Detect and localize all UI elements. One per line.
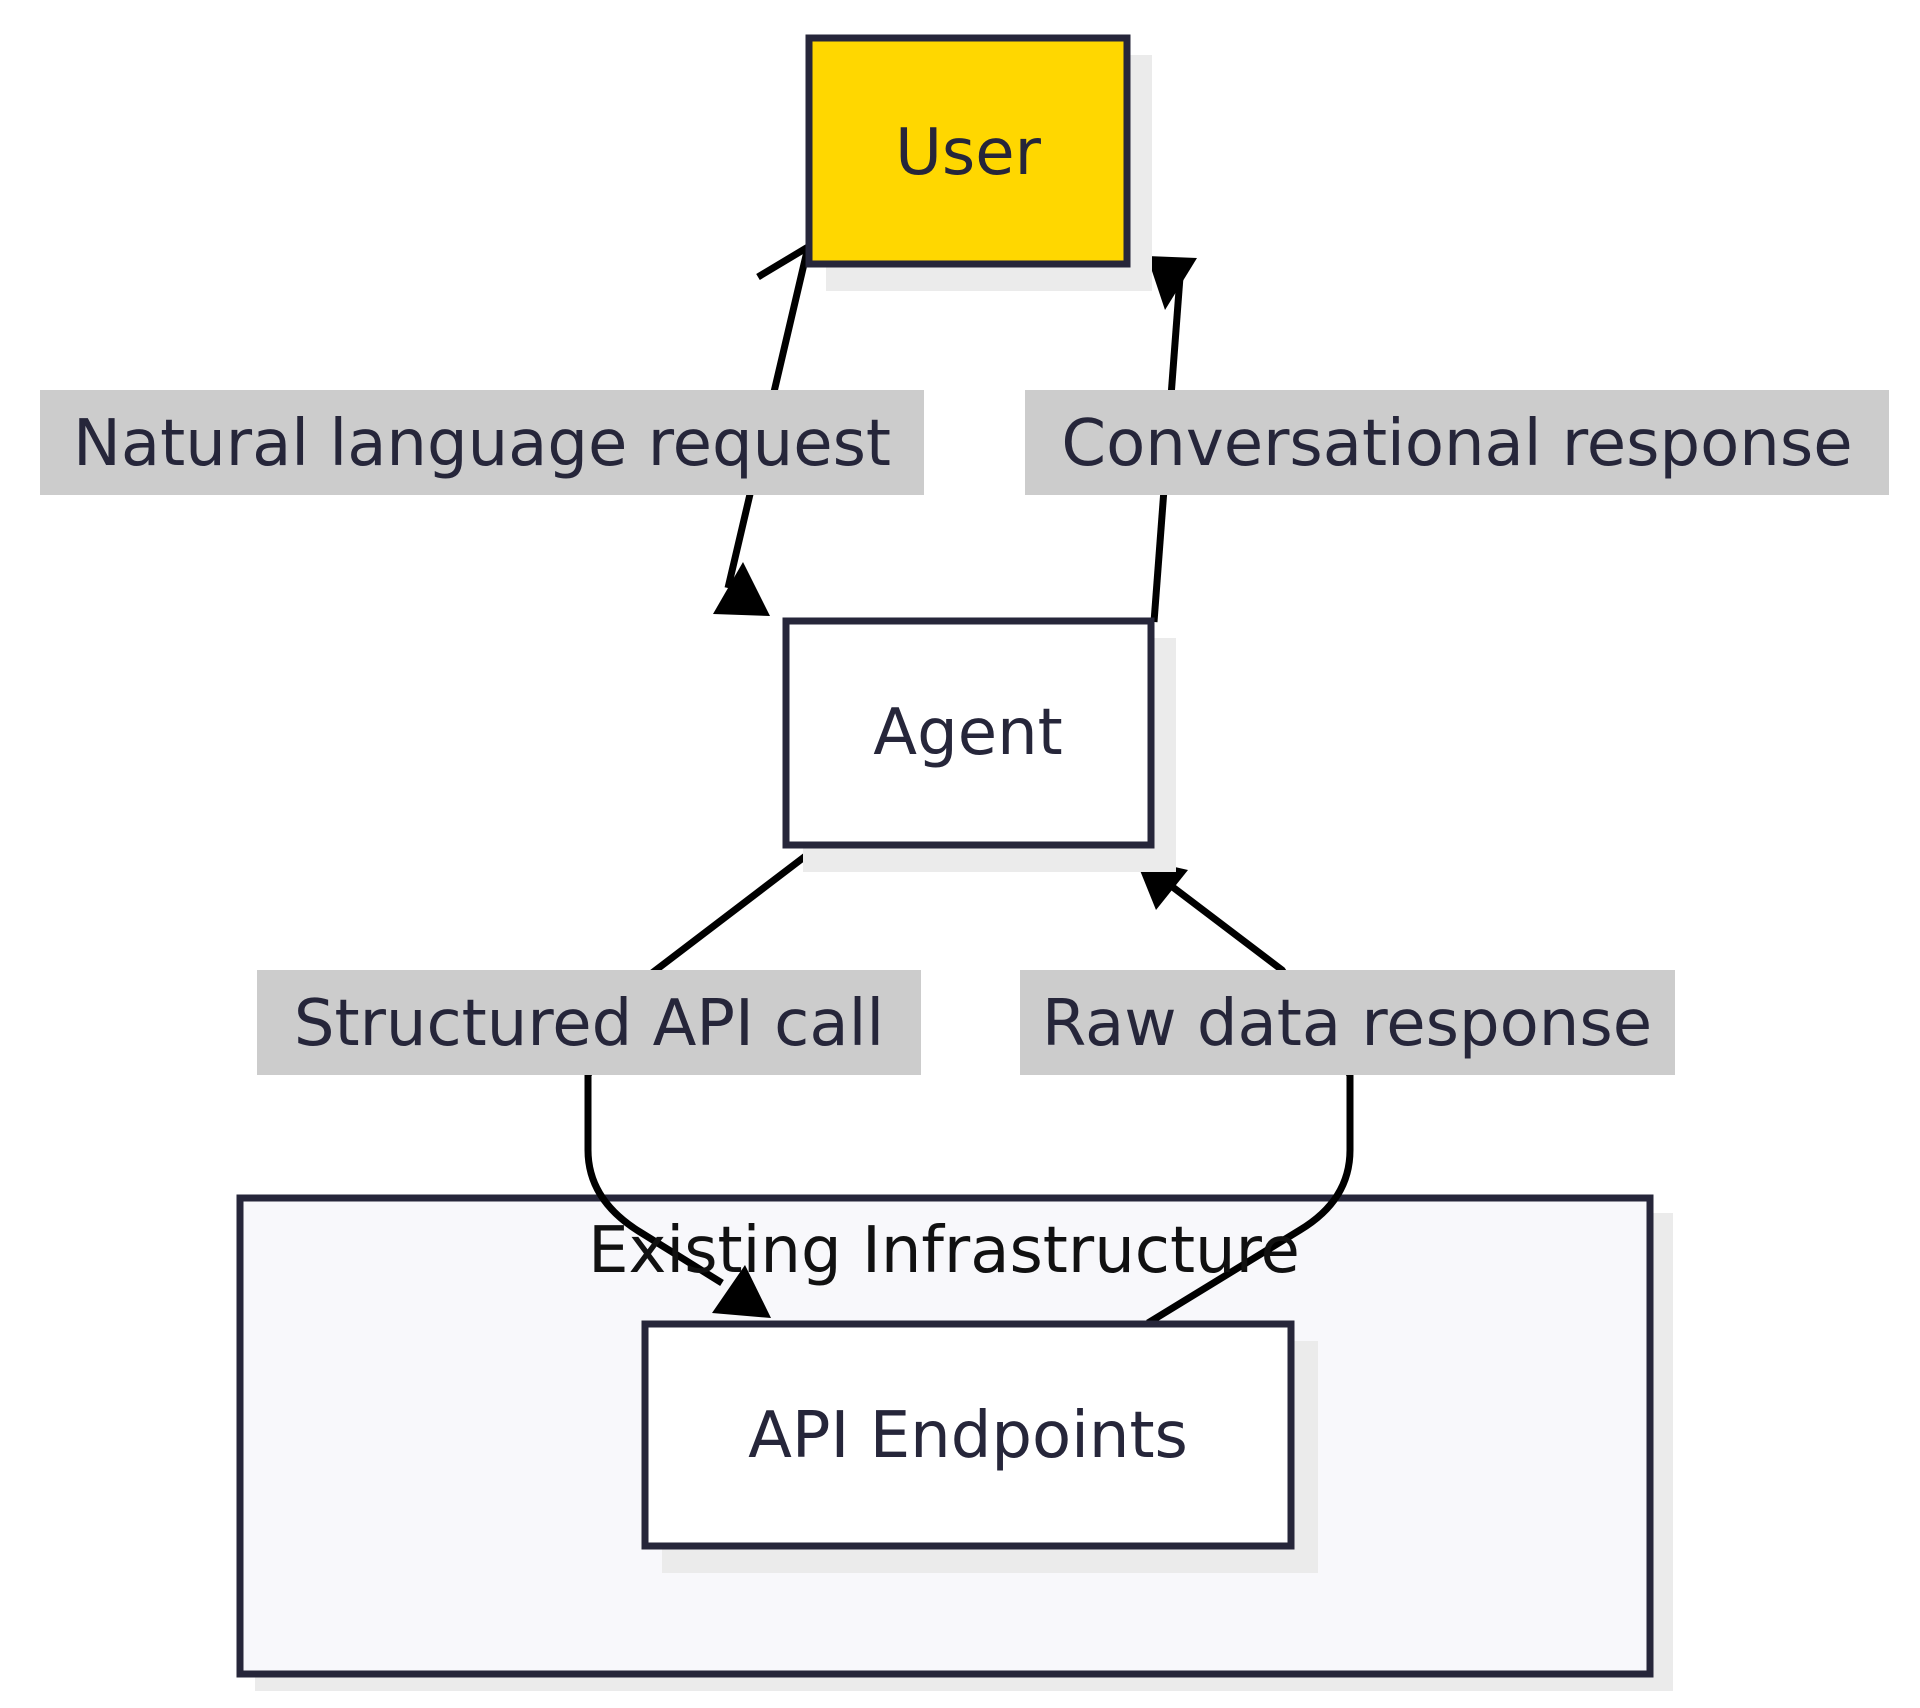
edge-label-agent-to-api: Structured API call xyxy=(294,987,884,1061)
edge-label-bg-agent-to-user xyxy=(1025,390,1889,495)
edge-labels: Natural language request Conversational … xyxy=(40,390,1889,1075)
edge-agent-to-api-line xyxy=(584,842,823,1286)
edge-label-bg-user-to-agent xyxy=(40,390,924,495)
node-api-endpoints: API Endpoints xyxy=(641,1320,1318,1573)
node-api-box xyxy=(641,1320,1295,1550)
node-user-label: User xyxy=(895,116,1042,190)
node-user: User xyxy=(805,34,1152,291)
cluster-label: Existing Infrastructure xyxy=(588,1214,1300,1288)
node-agent: Agent xyxy=(782,617,1176,872)
node-agent-label: Agent xyxy=(873,696,1062,770)
arrowhead-agent-to-api xyxy=(712,1265,771,1318)
arrowhead-user-to-agent xyxy=(713,562,770,616)
edge-label-user-to-agent: Natural language request xyxy=(73,407,891,481)
edge-label-bg-agent-to-api xyxy=(257,970,921,1075)
edge-api-to-agent-line xyxy=(1146,882,1354,1326)
node-api-label: API Endpoints xyxy=(748,1399,1188,1473)
node-agent-box xyxy=(782,617,1155,849)
edge-label-api-to-agent: Raw data response xyxy=(1042,987,1652,1061)
edge-label-bg-api-to-agent xyxy=(1020,970,1675,1075)
edge-label-agent-to-user: Conversational response xyxy=(1061,407,1852,481)
node-user-box xyxy=(805,34,1131,268)
edge-user-to-agent xyxy=(756,243,810,281)
arrowhead-agent-to-user xyxy=(1147,256,1197,310)
